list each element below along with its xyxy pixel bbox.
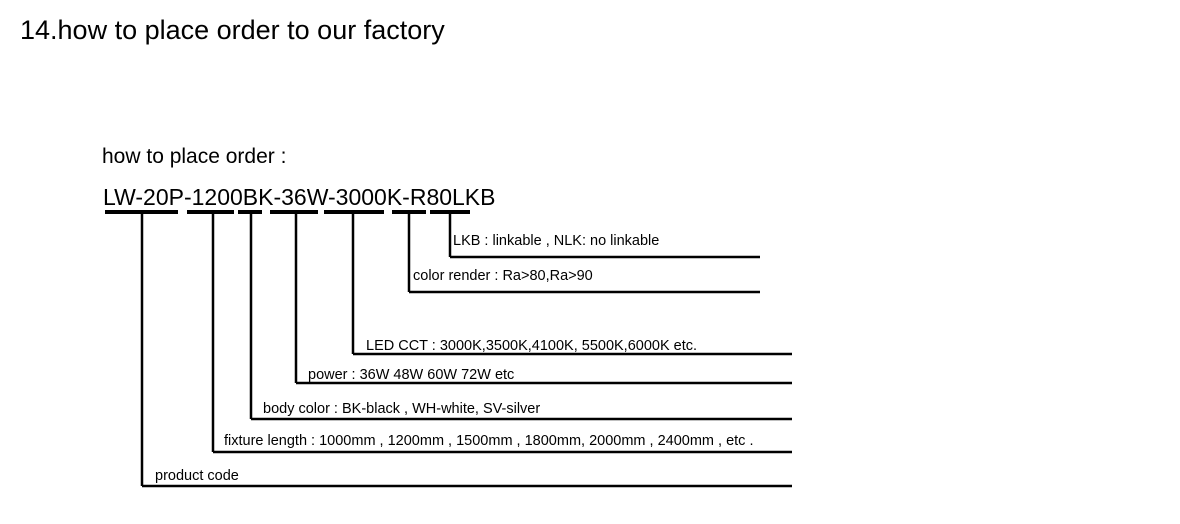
annotation-color-render: color render : Ra>80,Ra>90	[413, 268, 593, 284]
annotation-power: power : 36W 48W 60W 72W etc	[308, 367, 514, 383]
annotation-product-code: product code	[155, 468, 239, 484]
annotation-baselines	[142, 255, 792, 488]
order-subtitle: how to place order :	[102, 145, 287, 168]
model-code: LW-20P-1200BK-36W-3000K-R80LKB	[103, 184, 496, 210]
annotation-linkable: LKB : linkable , NLK: no linkable	[453, 233, 659, 249]
leader-lines	[140, 212, 452, 486]
annotation-fixture-length: fixture length : 1000mm , 1200mm , 1500m…	[224, 433, 753, 449]
annotation-body-color: body color : BK-black , WH-white, SV-sil…	[263, 401, 540, 417]
annotation-led-cct: LED CCT : 3000K,3500K,4100K, 5500K,6000K…	[366, 338, 697, 354]
section-title: 14.how to place order to our factory	[20, 15, 445, 45]
